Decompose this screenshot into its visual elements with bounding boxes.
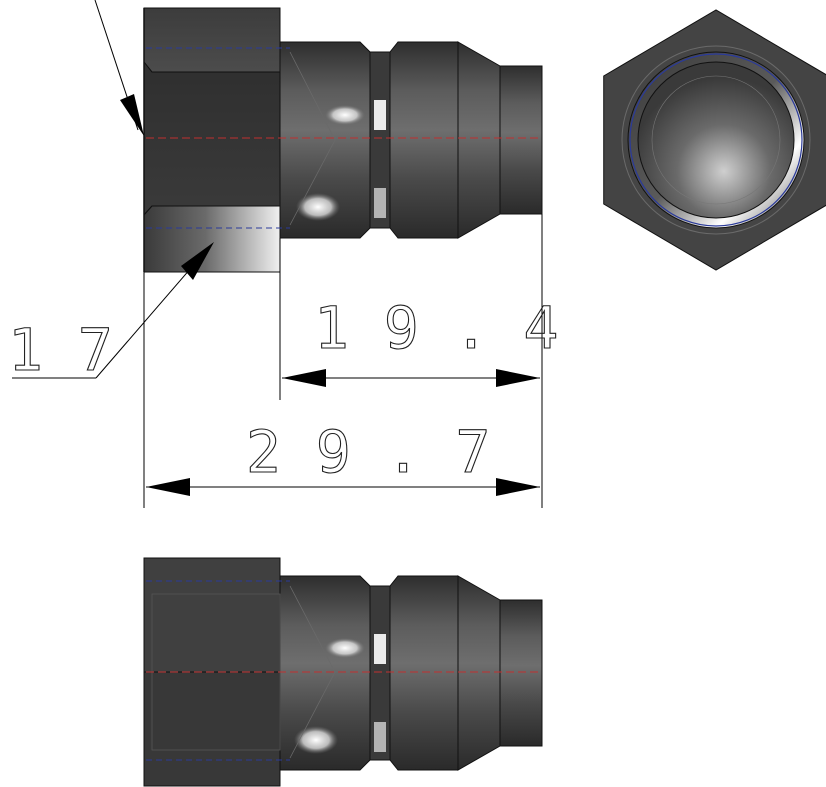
- taper-section: [457, 41, 501, 239]
- dimension-29-7: 2 9 . 7: [143, 272, 540, 508]
- tail-tube: [499, 599, 543, 747]
- hex-nut-face-upper: [143, 557, 281, 673]
- side-view-bottom: [143, 557, 543, 787]
- collar: [389, 575, 459, 771]
- hex-nut-bottom-face: [143, 205, 281, 273]
- side-view-top: [143, 7, 543, 273]
- collar: [389, 41, 459, 239]
- bore-face: [637, 61, 795, 219]
- taper-section: [457, 575, 501, 771]
- tail-tube: [499, 65, 543, 215]
- arrowhead: [282, 369, 326, 387]
- arrowhead: [181, 242, 214, 280]
- thread-circle: [629, 53, 803, 227]
- dimension-hex: 1 7: [7, 0, 214, 385]
- arrowhead: [496, 369, 540, 387]
- hex-nut-face-lower: [143, 671, 281, 787]
- hex-nut-top-face: [143, 7, 281, 73]
- arrowhead: [496, 478, 540, 496]
- end-view: [603, 9, 826, 271]
- arrowhead: [146, 478, 190, 496]
- arrowhead: [120, 94, 144, 136]
- dimension-19-4: 1 9 . 4: [279, 214, 559, 508]
- dimension-label-29-7: 2 9 . 7: [246, 418, 490, 486]
- dimension-label-hex: 1 7: [8, 316, 113, 384]
- dimension-label-19-4: 1 9 . 4: [314, 294, 558, 362]
